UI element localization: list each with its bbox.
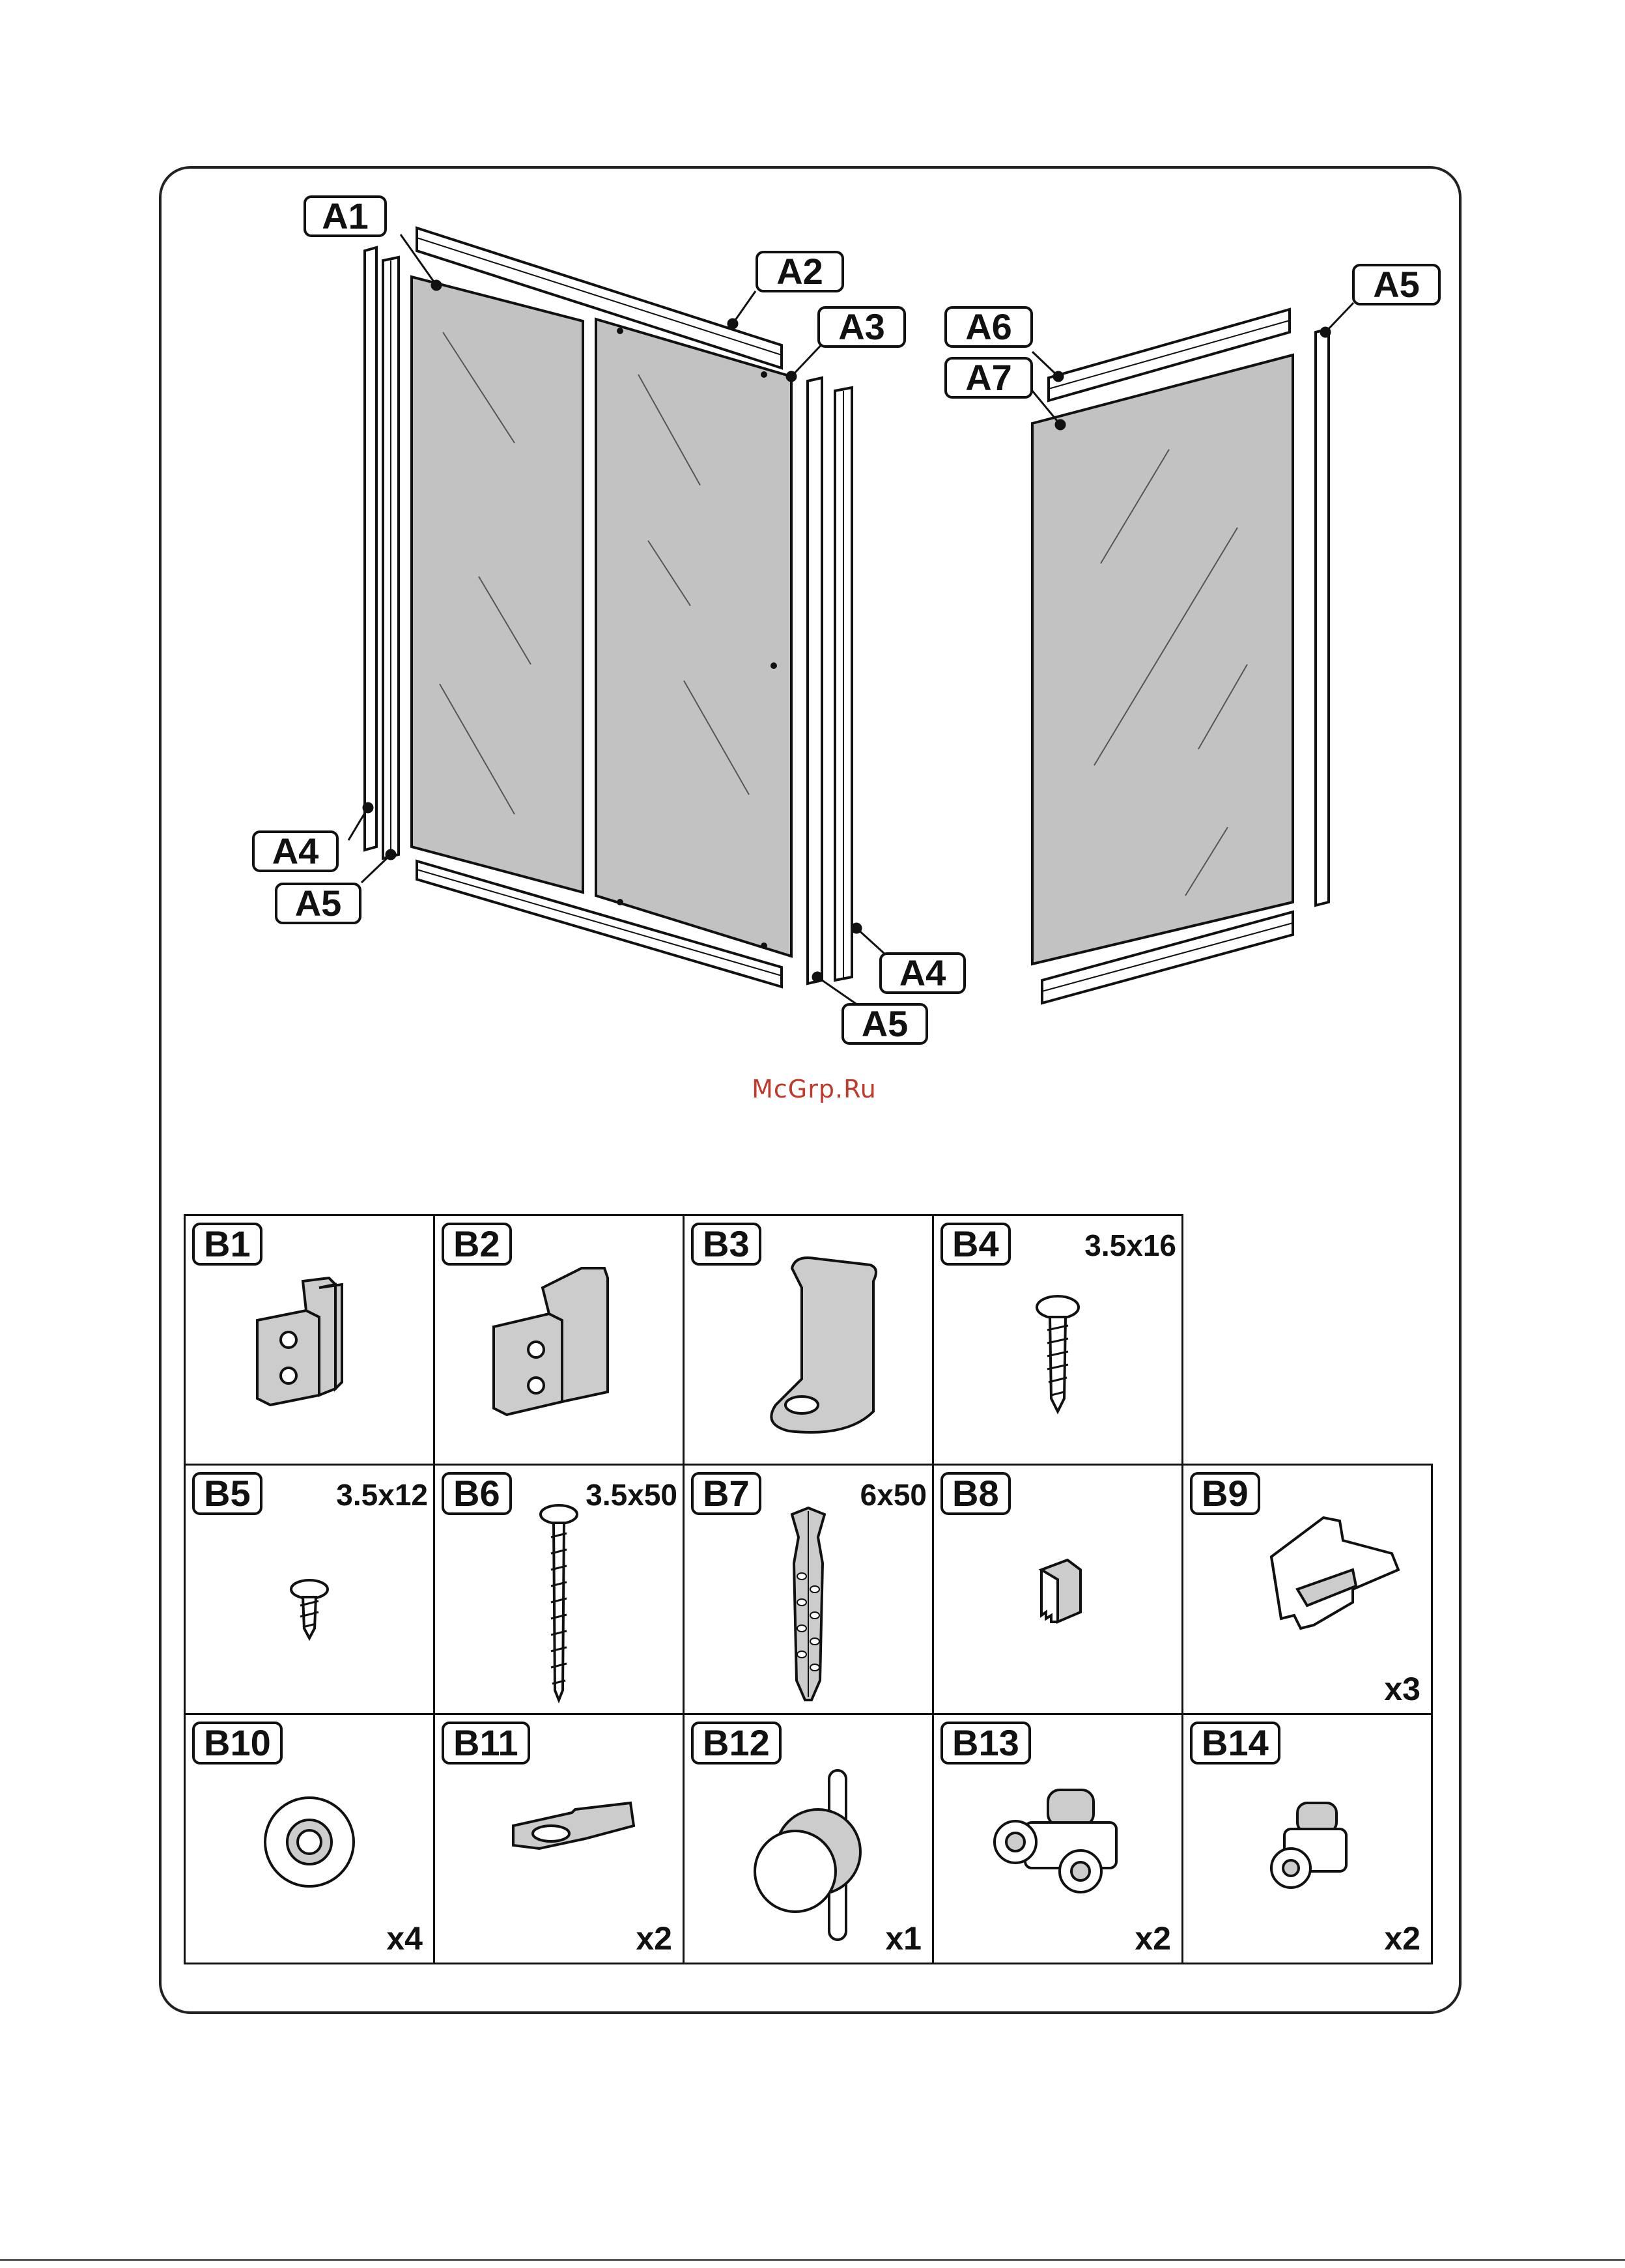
label-a3: A3 xyxy=(817,306,906,348)
part-cell-b8: B8 xyxy=(932,1464,1183,1715)
bracket-icon xyxy=(685,1216,932,1464)
label-a4-right: A4 xyxy=(879,952,966,994)
clip-icon xyxy=(934,1466,1181,1713)
label-a2: A2 xyxy=(756,251,844,292)
part-cell-b5: B5 3.5x12 xyxy=(184,1464,435,1715)
bumper-ring-icon xyxy=(186,1715,433,1963)
roller-icon xyxy=(934,1715,1181,1963)
glass-panel-a7 xyxy=(1032,355,1293,964)
screw-long-icon xyxy=(435,1466,683,1713)
part-cell-b13: B13 x2 xyxy=(932,1713,1183,1964)
knob-icon xyxy=(685,1715,932,1963)
glass-panel-a1 xyxy=(412,277,583,892)
label-a6: A6 xyxy=(944,306,1033,348)
profile-a4-right xyxy=(808,378,822,984)
part-cell-b7: B7 6x50 xyxy=(683,1464,934,1715)
part-cell-b9: B9 x3 xyxy=(1181,1464,1433,1715)
glass-panel-a3 xyxy=(596,319,791,956)
part-cell-b1: B1 xyxy=(184,1214,435,1466)
corner-guide-icon xyxy=(1183,1466,1431,1713)
hinge-large-icon xyxy=(435,1216,683,1464)
part-cell-b2: B2 xyxy=(433,1214,685,1466)
assembly-diagram xyxy=(0,0,1625,1107)
screw-short-icon xyxy=(186,1466,433,1713)
profile-a5-top xyxy=(1316,329,1329,905)
label-a5-left: A5 xyxy=(275,883,361,924)
label-a5-right: A5 xyxy=(841,1003,928,1045)
label-a7: A7 xyxy=(944,357,1033,399)
label-a1: A1 xyxy=(304,195,387,237)
stopper-icon xyxy=(435,1715,683,1963)
hinge-icon xyxy=(186,1216,433,1464)
part-cell-b3: B3 xyxy=(683,1214,934,1466)
part-cell-b10: B10 x4 xyxy=(184,1713,435,1964)
roller-small-icon xyxy=(1183,1715,1431,1963)
profile-a4-left xyxy=(365,248,376,850)
label-a4-left: A4 xyxy=(252,830,339,872)
part-cell-b4: B4 3.5x16 xyxy=(932,1214,1183,1466)
footer-divider xyxy=(0,2259,1625,2261)
watermark: McGrp.Ru xyxy=(716,1075,912,1103)
screw-icon xyxy=(934,1216,1181,1464)
part-cell-b14: B14 x2 xyxy=(1181,1713,1433,1964)
part-cell-b11: B11 x2 xyxy=(433,1713,685,1964)
label-a5-top: A5 xyxy=(1352,264,1441,305)
part-cell-b12: B12 x1 xyxy=(683,1713,934,1964)
part-cell-b6: B6 3.5x50 xyxy=(433,1464,685,1715)
wall-plug-icon xyxy=(685,1466,932,1713)
